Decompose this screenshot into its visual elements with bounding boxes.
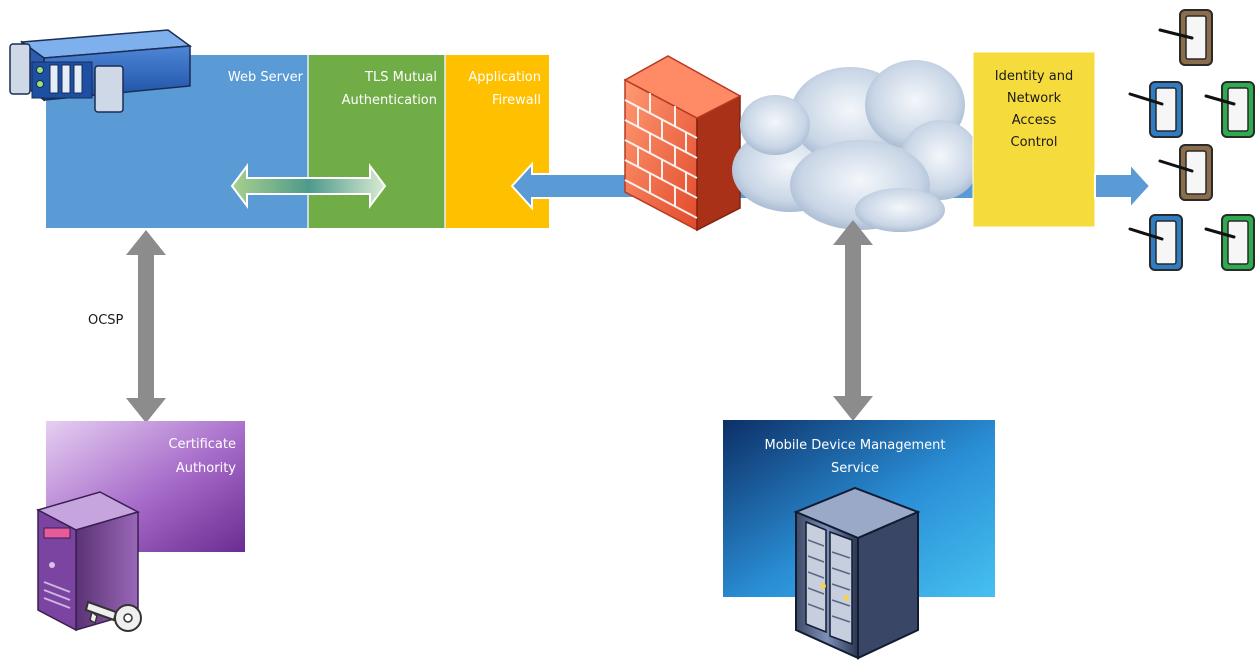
brick-firewall-icon: [623, 55, 742, 232]
tls-box: [308, 55, 445, 228]
tls-label-line1: TLS Mutual: [364, 70, 437, 85]
identity-access-control-box: [972, 51, 1096, 228]
mdm-label-line1: Mobile Device Management: [764, 438, 945, 453]
identity-label-line1: Identity and: [995, 69, 1073, 84]
identity-label-line4: Control: [1011, 135, 1058, 150]
identity-label-line2: Network: [1007, 91, 1062, 106]
mobile-device-icon: [1204, 81, 1255, 138]
mobile-device-icon: [1158, 9, 1213, 66]
ca-label-line1: Certificate: [168, 437, 236, 452]
cloud-mdm-double-arrow: [833, 220, 873, 421]
rack-server-icon: [9, 29, 193, 113]
datacenter-server-icon: [793, 486, 921, 660]
cloud-icon: [732, 60, 980, 232]
web-server-label: Web Server: [228, 70, 304, 85]
ocsp-double-arrow: [126, 230, 166, 423]
identity-label-line3: Access: [1012, 113, 1057, 128]
server-with-key-icon: [36, 491, 142, 632]
mdm-label-line2: Service: [831, 461, 879, 476]
ca-label-line2: Authority: [176, 461, 236, 476]
ocsp-label: OCSP: [88, 313, 124, 328]
tls-label-line2: Authentication: [342, 93, 437, 108]
flow-arrow-to-devices: [1094, 161, 1152, 211]
tls-double-arrow: [230, 163, 387, 209]
mobile-device-icon: [1204, 214, 1255, 271]
mobile-device-icon: [1158, 144, 1213, 201]
app-fw-label-line1: Application: [468, 70, 541, 85]
mobile-device-icon: [1128, 81, 1183, 138]
key-icon: [84, 600, 142, 632]
mobile-device-icon: [1128, 214, 1183, 271]
app-fw-label-line2: Firewall: [492, 93, 541, 108]
